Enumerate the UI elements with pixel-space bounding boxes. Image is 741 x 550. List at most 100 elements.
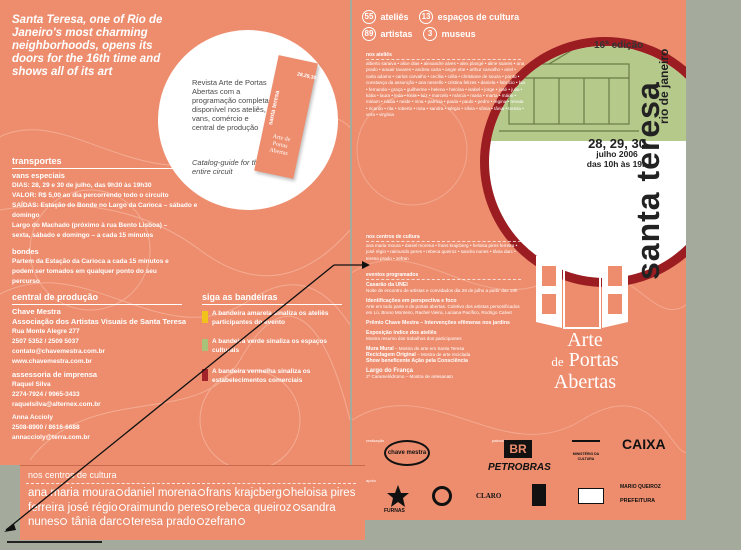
caixa-logo: CAIXA: [622, 436, 666, 452]
intro-text: Santa Teresa, one of Rio de Janeiro's mo…: [12, 14, 163, 78]
right-brochure-panel: 16ª edição 28, 29, 30 julho 2006 das 10h…: [352, 0, 686, 520]
zoom-name: raimundo peres: [126, 501, 207, 514]
bandeira-amarela-text: A bandeira amarela sinaliza os ateliês p…: [212, 310, 329, 326]
atelie-heading: nos ateliês: [366, 52, 392, 58]
bullet-circle-icon: [197, 489, 205, 497]
atelie-artists-list: alberto saraiva • alice dias • alexandre…: [366, 61, 525, 118]
central-site[interactable]: www.chavemestra.com.br: [12, 358, 92, 365]
bandeira-verde-text: A bandeira verde sinaliza os espaços cul…: [212, 338, 328, 354]
zoom-name: teresa prado: [131, 516, 196, 528]
central-org1: Chave Mestra: [12, 307, 61, 316]
contact2-name: Anna Accioly: [12, 414, 53, 421]
portas-abertas-logo-icon: [536, 239, 628, 329]
transportes-heading: transportes: [12, 156, 62, 166]
prefeitura-logo: PREFEITURA: [620, 498, 656, 504]
programacao-divider: [366, 279, 521, 280]
contact2-email[interactable]: annaccioly@terra.com.br: [12, 434, 90, 441]
event-item: Mura Mural – Mostra de arte em Santa Ter…: [366, 346, 465, 352]
left-brochure-panel: Santa Teresa, one of Rio de Janeiro's mo…: [0, 0, 350, 465]
stat-museus-label: museus: [441, 29, 476, 39]
dates-days: 28, 29, 30: [588, 136, 646, 151]
red-flag-icon: [202, 369, 208, 381]
event-dates: 28, 29, 30 julho 2006 das 10h às 19h: [562, 136, 672, 169]
bullet-circle-icon: [207, 503, 215, 511]
stats-row-1: 55 ateliês 13 espaços de cultura: [362, 10, 519, 24]
bullet-circle-icon: [282, 489, 290, 497]
cultura-heading: nos centros de cultura: [366, 234, 420, 240]
central-address: Rua Monte Alegre 277: [12, 328, 80, 335]
furnas-logo: FURNAS: [384, 508, 405, 514]
stat-ateliers-label: ateliês: [380, 12, 409, 22]
claro-logo: CLARO: [476, 492, 502, 500]
tram-illustration-bg: [489, 46, 686, 141]
stat-espacos-count: 13: [419, 10, 434, 24]
petrobras-logo: PETROBRAS: [488, 462, 551, 473]
zoom-name: frans krajcberg: [205, 487, 282, 499]
event-item: Reciclagem Original – Mostra de arte rec…: [366, 352, 471, 358]
stat-museus-count: 3: [423, 27, 438, 41]
santa-logo-icon: [578, 488, 604, 504]
central-org2: Associação dos Artistas Visuais de Santa…: [12, 317, 187, 326]
central-email[interactable]: contato@chavemestra.com.br: [12, 348, 106, 355]
figure-logo-icon: [532, 484, 546, 506]
bullet-circle-icon: [115, 489, 123, 497]
vans-largo: Largo do Machado (próximo à rua Bento Li…: [12, 222, 168, 239]
event-item: Prêmio Chave Mestra – Intervenções efême…: [366, 320, 510, 326]
br-logo: BR: [504, 440, 532, 458]
vans-valor: VALOR: R$ 5,00 ao dia percorrendo todo o…: [12, 192, 169, 199]
sponsor-label-apoio: apoio: [366, 478, 376, 483]
arte-word-portas: Portas: [568, 349, 619, 371]
central-phone: 2507 5352 / 2509 5037: [12, 338, 79, 345]
dates-hours: das 10h às 19h: [586, 159, 648, 169]
central-divider: [12, 304, 182, 305]
ministerio-logo: MINISTÉRIO DA CULTURA: [572, 440, 600, 461]
arte-word-4: Abertas: [553, 371, 617, 393]
zoom-name: daniel morena: [123, 487, 197, 499]
press-phone: 2274-7924 / 9965-3433: [12, 391, 80, 398]
zoom-name: josé régio: [67, 501, 118, 514]
central-block: Chave Mestra Associação dos Artistas Vis…: [12, 307, 192, 443]
subtitle-rio: rio de janeiro: [657, 48, 671, 124]
stat-artistas-count: 89: [362, 27, 376, 41]
edition-label: 16ª edição: [594, 40, 644, 51]
arte-word-2-3: de Portas: [530, 350, 640, 372]
arte-portas-abertas-wordmark: Arte de Portas Abertas: [530, 330, 640, 392]
bandeira-amarela: A bandeira amarela sinaliza os ateliês p…: [202, 310, 342, 327]
yellow-flag-icon: [202, 311, 208, 323]
zoom-divider: [26, 483, 356, 484]
stat-espacos-label: espaços de cultura: [437, 12, 520, 22]
magazine-guide-caption: Catalog-guide for the entire circuit: [192, 158, 263, 176]
bullet-circle-icon: [118, 503, 126, 511]
sponsor-label-realizacao: realização: [366, 438, 385, 443]
magazine-description: Revista Arte de Portas Abertas com a pro…: [192, 78, 269, 132]
chave-mestra-logo: chave mestra: [384, 440, 430, 466]
magazine-cover-date: 28,29,30: [296, 71, 317, 82]
bullet-circle-icon: [237, 518, 245, 526]
bullet-circle-icon: [123, 518, 131, 526]
magazine-circle: [158, 30, 338, 210]
furnas-star-icon: [387, 485, 409, 507]
atelie-divider: [366, 59, 521, 60]
bandeiras-divider: [202, 304, 342, 305]
cultura-divider: [366, 241, 521, 242]
highlight-underline: [7, 541, 102, 543]
dates-month: julho 2006: [596, 149, 638, 159]
zoom-heading: nos centros de cultura: [28, 470, 117, 480]
press-heading: assessoria de imprensa: [12, 370, 98, 379]
bondes-heading: bondes: [12, 247, 39, 256]
circle-logo-icon: [432, 486, 452, 506]
arrow-tail-icon: [4, 524, 16, 532]
vans-dias: DIAS: 28, 29 e 30 de julho, das 9h30 às …: [12, 182, 152, 189]
bandeira-vermelha-text: A bandeira vermelha sinaliza os estabele…: [212, 368, 311, 384]
transportes-block: vans especiais DIAS: 28, 29 e 30 de julh…: [12, 171, 202, 287]
bandeiras-heading: siga as bandeiras: [202, 292, 278, 302]
press-email[interactable]: raquelsilva@alternex.com.br: [12, 401, 101, 408]
bandeira-verde: A bandeira verde sinaliza os espaços cul…: [202, 338, 342, 355]
stats-row-2: 89 artistas 3 museus: [362, 27, 476, 41]
zoom-name: rebeca queiroz: [215, 501, 292, 514]
arte-word-1: Arte: [567, 329, 603, 351]
